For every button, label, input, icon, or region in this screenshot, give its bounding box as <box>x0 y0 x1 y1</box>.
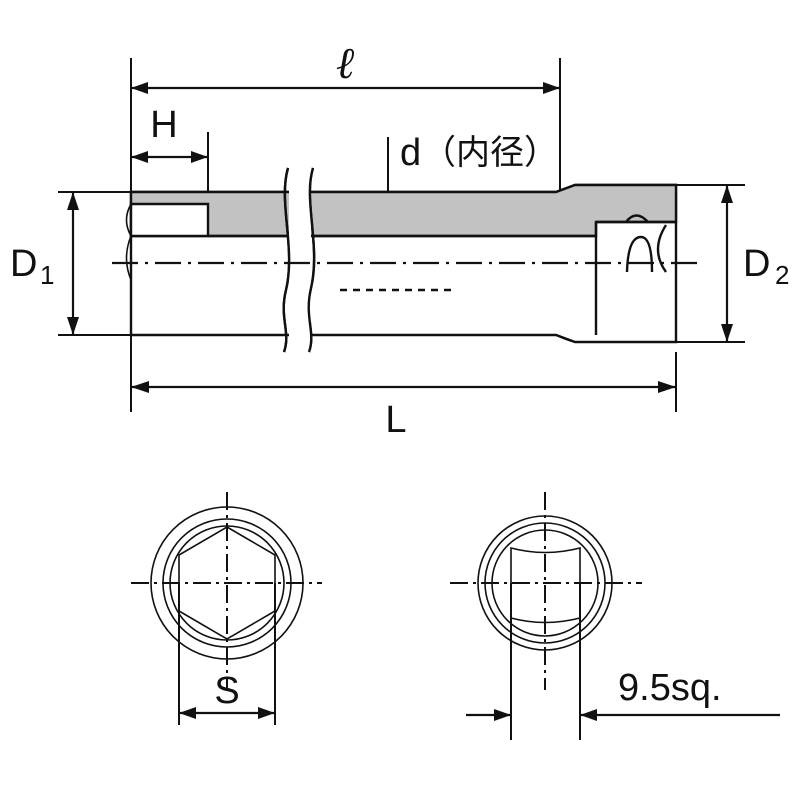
hex-bore-pocket <box>129 202 210 238</box>
arrow-d1-bottom <box>67 317 79 335</box>
drive-pocket-arc <box>656 224 668 273</box>
label-bore-letter: d <box>400 132 421 174</box>
break-lines <box>282 167 316 353</box>
arrow-h-right <box>191 151 208 163</box>
arrow-L-left <box>131 381 149 393</box>
hex-bore-arc-lower <box>125 235 132 281</box>
arrow-d1-top <box>67 192 79 210</box>
square-drive-detail <box>594 214 676 335</box>
dimension-d1: D 1 <box>10 191 131 336</box>
label-drive-size: 9.5sq. <box>618 667 722 709</box>
label-bore-note: （内径） <box>422 133 558 173</box>
hex-bore-arc-left <box>125 203 132 237</box>
hex-socket-end-view: S <box>131 492 322 725</box>
square-drive-end-view: 9.5sq. <box>450 492 780 740</box>
label-effective-length: ℓ <box>336 39 355 88</box>
label-d1: D <box>10 243 37 285</box>
arrow-h-left <box>131 151 148 163</box>
break-gap-mask <box>289 170 311 352</box>
label-d2: D <box>743 243 770 285</box>
arrow-drive-left <box>494 709 511 721</box>
arrow-drive-right <box>580 709 597 721</box>
arrow-d2-top <box>721 185 733 203</box>
arrow-S-left <box>179 707 196 719</box>
dimension-hex-depth: H <box>131 104 208 163</box>
arrow-S-right <box>258 707 275 719</box>
drive-ball-detent <box>625 235 654 273</box>
label-d2-subscript: 2 <box>775 260 789 290</box>
break-line-left-front <box>282 167 291 353</box>
label-overall-length: L <box>385 399 406 441</box>
label-d1-subscript: 1 <box>40 260 54 290</box>
socket-section-wall-upper <box>129 183 678 238</box>
arrow-L-right <box>658 381 676 393</box>
drive-detent-notch <box>625 214 649 223</box>
arrow-l-left <box>131 82 148 94</box>
arrow-l-right <box>543 82 560 94</box>
label-across-flats: S <box>214 670 239 712</box>
break-line-right-front <box>307 167 316 353</box>
dimension-d2: D 2 <box>676 184 789 343</box>
label-hex-depth: H <box>150 104 177 146</box>
dimension-effective-length: ℓ <box>131 39 560 94</box>
arrow-d2-bottom <box>721 324 733 342</box>
shoulder-chamfer-lower <box>555 334 576 343</box>
dimension-overall-length: L <box>131 381 676 441</box>
main-side-view: ℓ H d （内径） D 1 <box>10 39 789 441</box>
